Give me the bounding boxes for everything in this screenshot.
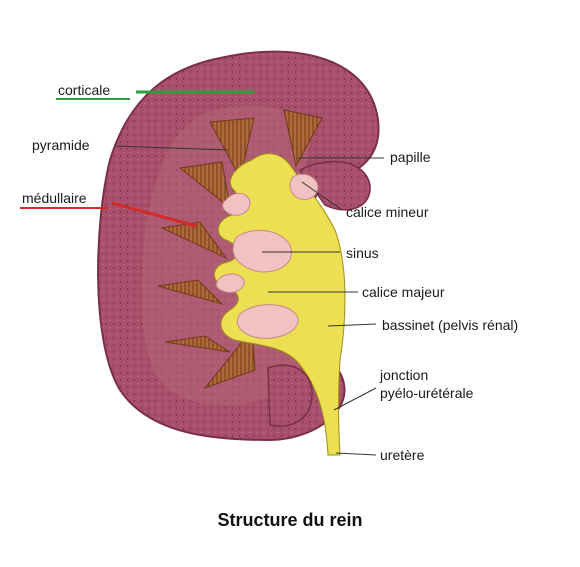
- label-sinus: sinus: [346, 245, 379, 261]
- pointer-calice-mineur: [301, 181, 343, 211]
- pointer-bassinet: [327, 323, 377, 327]
- medullaire-red-line: [111, 201, 197, 228]
- pointer-jonction: [333, 387, 377, 411]
- label-bassinet: bassinet (pelvis rénal): [382, 317, 518, 333]
- renal-pyramids: [157, 109, 323, 390]
- label-papille: papille: [390, 149, 431, 165]
- pointer-uretere: [335, 452, 377, 456]
- label-calice-mineur: calice mineur: [346, 204, 429, 220]
- lower-lobe: [267, 364, 313, 427]
- label-calice-majeur: calice majeur: [362, 284, 445, 300]
- figure-caption: Structure du rein: [217, 510, 362, 530]
- upper-lobe: [298, 160, 371, 211]
- renal-sinus: [215, 173, 319, 339]
- label-corticale: corticale: [58, 82, 110, 98]
- renal-pelvis: [213, 153, 346, 456]
- label-jonction-line2: pyélo-urétérale: [380, 385, 474, 401]
- pointer-pyramide: [115, 145, 229, 151]
- label-pyramide: pyramide: [32, 137, 90, 153]
- label-medullaire: médullaire: [22, 190, 87, 206]
- label-uretere: uretère: [380, 447, 425, 463]
- label-jonction-line1: jonction: [379, 367, 428, 383]
